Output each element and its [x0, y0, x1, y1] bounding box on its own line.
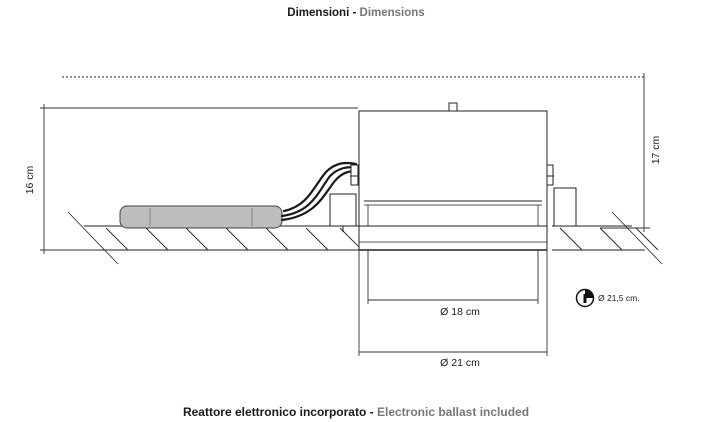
dimension-diameter-outer	[358, 250, 548, 356]
title-english: Dimensions	[359, 7, 425, 19]
dimension-diameter-inner	[367, 250, 539, 304]
right-junction-box	[545, 164, 577, 227]
footer-english: Electronic ballast included	[376, 405, 530, 419]
hole-saw-icon	[575, 288, 595, 308]
height-right-label: 17 cm	[650, 135, 662, 164]
ceiling-right	[552, 211, 663, 265]
footer-separator: -	[366, 405, 377, 419]
title-separator: -	[349, 7, 360, 19]
footer-note: Reattore elettronico incorporato - Elect…	[0, 405, 712, 419]
height-left-label: 16 cm	[24, 165, 36, 194]
left-junction-box	[329, 164, 359, 232]
diameter-outer-label: Ø 21 cm	[440, 357, 480, 369]
ballast-driver	[119, 205, 283, 229]
dimension-height-right	[600, 73, 650, 232]
diagram-title: Dimensioni - Dimensions	[0, 7, 712, 19]
dimension-height-left	[40, 104, 358, 254]
footer-italian: Reattore elettronico incorporato	[182, 405, 367, 419]
title-italian: Dimensioni	[287, 7, 350, 19]
luminaire-housing	[358, 102, 548, 251]
cutout-label: Ø 21,5 cm.	[598, 293, 640, 303]
diameter-inner-label: Ø 18 cm	[440, 306, 480, 318]
